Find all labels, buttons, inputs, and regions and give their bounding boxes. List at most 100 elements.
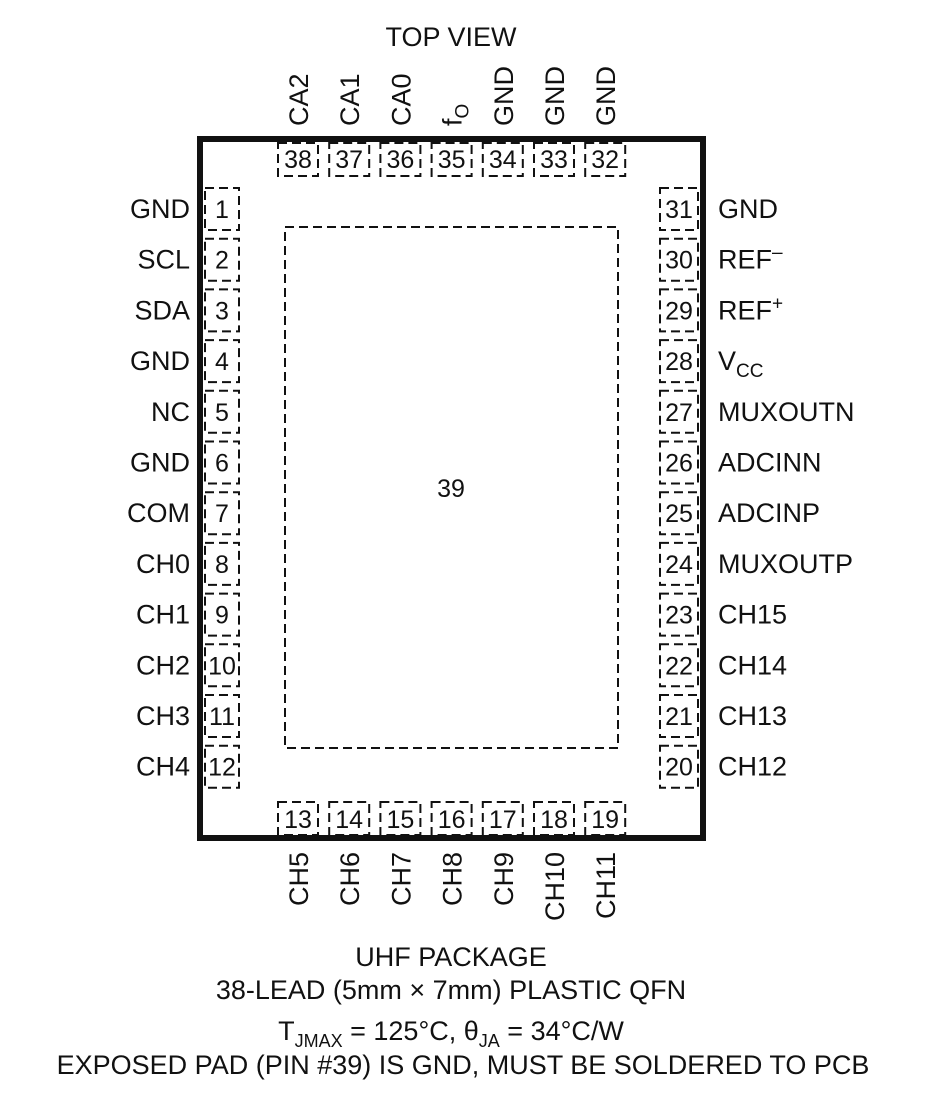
exposed-pad-number: 39 <box>437 475 465 503</box>
pin-pad <box>328 142 371 177</box>
pin-pad <box>659 643 699 688</box>
exposed-pad <box>284 226 619 749</box>
pin-pad <box>204 288 240 333</box>
pin-name-base: CA1 <box>335 73 365 126</box>
pin-26: 26 ADCINN <box>659 440 822 485</box>
pin-number: 6 <box>215 450 229 478</box>
pin-number: 38 <box>284 146 312 174</box>
pin-pad <box>204 187 240 231</box>
pin-number: 9 <box>215 602 229 630</box>
pin-pad <box>204 744 240 789</box>
pin-label-com: COM <box>127 498 190 528</box>
pin-label-ch15: CH15 <box>718 600 787 630</box>
pin-name-base: CH0 <box>136 549 190 579</box>
pin-label-ch7: CH7 <box>386 852 416 906</box>
pin-name-base: CA2 <box>284 73 314 126</box>
tjmax-value: = 125°C, <box>343 1016 464 1046</box>
pin-label-ch3: CH3 <box>136 701 190 731</box>
caption-exposed-pad-note: EXPOSED PAD (PIN #39) IS GND, MUST BE SO… <box>57 1050 870 1080</box>
pin-label-adcinp: ADCINP <box>718 498 820 528</box>
pin-number: 22 <box>665 652 693 680</box>
pin-pad <box>584 142 627 177</box>
pin-number: 4 <box>215 348 229 376</box>
pin-name-base: REF <box>718 245 772 275</box>
pin-pad <box>204 440 240 485</box>
pin-pad <box>379 801 422 836</box>
pin-pad <box>430 801 473 836</box>
pin-label-ref: REF+ <box>718 293 783 325</box>
pin-38: 38 CA2 <box>277 73 319 177</box>
pin-pad <box>430 142 473 177</box>
pin-name-base: REF <box>718 295 772 325</box>
pin-number: 32 <box>591 146 619 174</box>
caption-package: UHF PACKAGE <box>355 942 547 972</box>
pin-name-base: CH10 <box>540 852 570 921</box>
pin-name-base: CH1 <box>136 600 190 630</box>
pin-6: 6 GND <box>130 440 240 485</box>
pin-label-gnd: GND <box>591 66 621 126</box>
pin-number: 23 <box>665 602 693 630</box>
pin-label-adcinn: ADCINN <box>718 448 822 478</box>
pin-pad <box>659 744 699 789</box>
pin-number: 31 <box>665 196 693 224</box>
pin-name-subscript: O <box>453 104 474 119</box>
pin-number: 21 <box>665 703 693 731</box>
pin-pad <box>659 592 699 637</box>
pin-label-ca2: CA2 <box>284 73 314 126</box>
pin-pad <box>481 142 524 177</box>
pin-pad <box>659 237 699 282</box>
pin-number: 26 <box>665 450 693 478</box>
pin-9: 9 CH1 <box>136 592 240 637</box>
pin-name-base: CH11 <box>591 852 621 919</box>
pin-name-base: CH2 <box>136 650 190 680</box>
pin-label-ch2: CH2 <box>136 650 190 680</box>
caption-lead-count: 38-LEAD (5mm × 7mm) PLASTIC QFN <box>216 975 686 1005</box>
pin-name-base: CH4 <box>136 752 190 782</box>
pin-number: 29 <box>665 297 693 325</box>
pin-number: 24 <box>665 551 693 579</box>
pin-name-base: GND <box>540 66 570 126</box>
pin-23: 23 CH15 <box>659 592 787 637</box>
pin-name-base: CH15 <box>718 600 787 630</box>
pin-number: 18 <box>540 806 568 834</box>
pin-pad <box>328 801 371 836</box>
pin-pad <box>659 694 699 738</box>
pin-name-base: GND <box>130 448 190 478</box>
pin-number: 27 <box>665 399 693 427</box>
pin-name-base: CH14 <box>718 650 787 680</box>
pin-number: 30 <box>665 247 693 275</box>
pin-label-ca0: CA0 <box>386 73 416 126</box>
pin-label-ch9: CH9 <box>489 852 519 906</box>
pin-number: 12 <box>208 754 236 782</box>
left-pins: 1GND2SCL3SDA4GND5NC6GND7COM8CH09CH110CH2… <box>127 187 240 789</box>
pin-number: 19 <box>591 806 619 834</box>
pin-number: 16 <box>438 806 466 834</box>
theta-subscript: JA <box>479 1031 500 1051</box>
pin-pad <box>659 440 699 485</box>
pin-name-base: f <box>438 118 468 126</box>
pin-number: 15 <box>386 806 414 834</box>
pin-name-base: COM <box>127 498 190 528</box>
pin-name-base: CH8 <box>438 852 468 906</box>
pin-pad <box>659 339 699 384</box>
pin-name-base: ADCINP <box>718 498 820 528</box>
pin-number: 11 <box>209 703 235 731</box>
caption-thermal: TJMAX = 125°C, θJA = 34°C/W <box>278 1016 624 1051</box>
pin-pad <box>204 592 240 637</box>
pin-number: 1 <box>215 196 229 224</box>
pin-29: 29 REF+ <box>659 288 783 333</box>
